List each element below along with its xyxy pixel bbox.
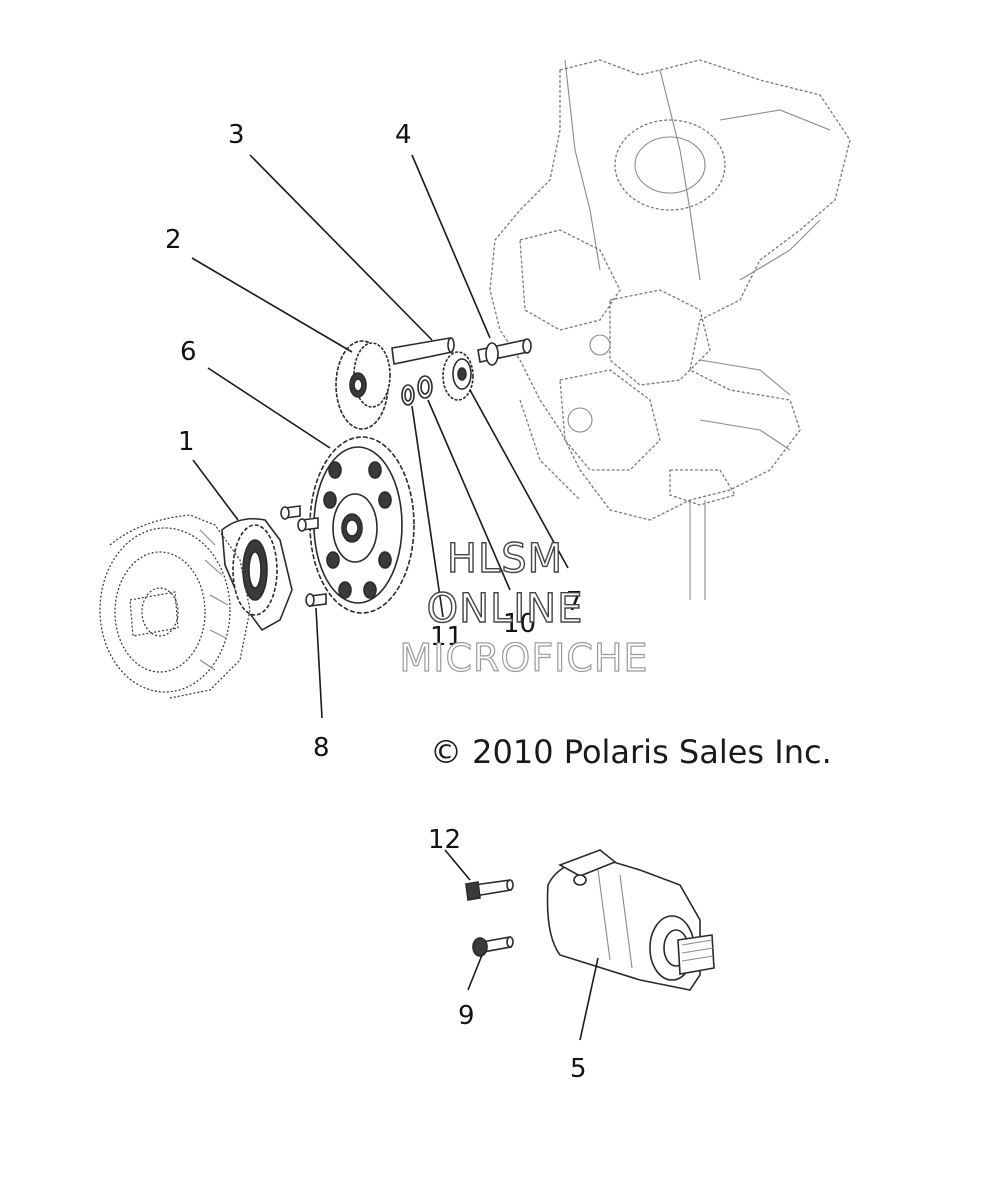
watermark-line-3: MICROFICHE (399, 636, 648, 680)
callout-10: 10 (503, 609, 536, 639)
copyright-notice: © 2010 Polaris Sales Inc. (430, 733, 832, 771)
leader-lines (191, 154, 599, 1041)
part-9-bolt (472, 936, 514, 957)
callout-12: 12 (428, 825, 461, 855)
callout-labels: 1 2 3 4 5 6 7 8 9 10 11 12 (165, 120, 587, 1084)
part-10-washer (417, 375, 433, 399)
part-3-shaft (391, 337, 455, 365)
callout-6: 6 (180, 337, 197, 367)
part-1-starter-clutch (221, 517, 293, 632)
watermark-line-1: HLSM (447, 536, 563, 582)
part-7-drive-gear (442, 351, 474, 401)
callout-7: 7 (566, 587, 583, 617)
part-11-washer (401, 384, 415, 406)
callout-8: 8 (313, 733, 330, 763)
part-4-shaft (477, 338, 532, 366)
callout-9: 9 (458, 1001, 475, 1031)
callout-4: 4 (395, 120, 412, 150)
flywheel (99, 514, 251, 699)
watermark-line-2: ONLINE (427, 586, 584, 632)
callout-3: 3 (228, 120, 245, 150)
part-6-starter-gear (309, 436, 415, 614)
part-2-idler-gear (335, 340, 391, 430)
part-5-starter-motor (546, 849, 715, 991)
part-8-bolts (280, 505, 327, 607)
part-12-bolt (465, 879, 514, 901)
callout-2: 2 (165, 225, 182, 255)
callout-5: 5 (570, 1054, 587, 1084)
callout-1: 1 (178, 427, 195, 457)
engine-crankcase (489, 59, 851, 600)
watermark: HLSM ONLINE MICROFICHE (399, 535, 648, 680)
callout-11: 11 (430, 622, 463, 652)
